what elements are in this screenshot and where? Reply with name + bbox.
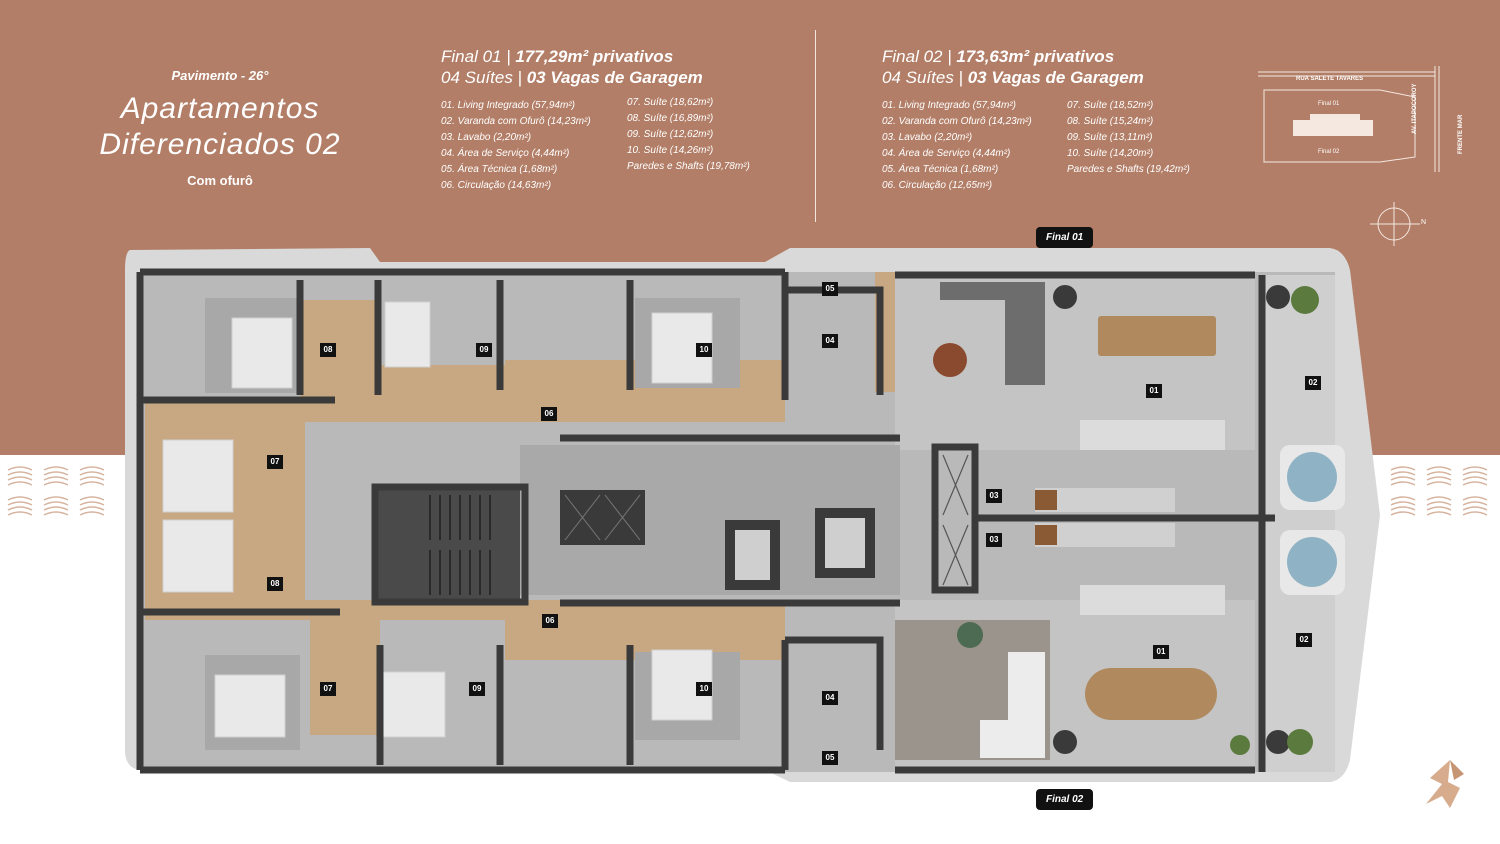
room-label-04-top: 04 <box>822 334 838 348</box>
room-label-07-bottom: 07 <box>320 682 336 696</box>
final01-heading-1: Final 01 | 177,29m² privativos <box>441 47 674 66</box>
room-label-06-bottom: 06 <box>542 614 558 628</box>
north-label: N <box>1421 219 1427 226</box>
room-label-06-top: 06 <box>541 407 557 421</box>
final02-tag: Final 02 <box>1036 789 1094 810</box>
brand-logo-icon <box>1426 760 1464 808</box>
street-top: RUA SALETE TAVARES <box>1296 76 1364 82</box>
room-label-03-bottom: 03 <box>986 533 1002 547</box>
final01-heading-2: 04 Suítes | 03 Vagas de Garagem <box>441 68 703 87</box>
room-label-09-bottom: 09 <box>469 682 485 696</box>
final01-tag: Final 01 <box>1036 227 1094 248</box>
room-label-02-top: 02 <box>1305 376 1321 390</box>
floor-label: Pavimento - 26° <box>171 68 269 83</box>
room-label-01-bottom: 01 <box>1153 645 1169 659</box>
room-label-01-top: 01 <box>1146 384 1162 398</box>
sitemap-final01: Final 01 <box>1318 101 1340 107</box>
room-label-10-bottom: 10 <box>696 682 712 696</box>
final02-heading-1: Final 02 | 173,63m² privativos <box>882 47 1115 66</box>
wave-pattern-left <box>7 466 105 516</box>
page-title-line2: Diferenciados 02 <box>99 128 341 161</box>
final01-list-col1: 01. Living Integrado (57,94m²)02. Varand… <box>441 100 591 191</box>
wave-pattern-right <box>1390 466 1488 516</box>
room-label-09-top: 09 <box>476 343 492 357</box>
subtitle: Com ofurô <box>187 173 253 188</box>
room-label-04-bottom: 04 <box>822 691 838 705</box>
final02-list-col2: 07. Suíte (18,52m²)08. Suíte (15,24m²)09… <box>1067 100 1190 175</box>
room-label-05-top: 05 <box>822 282 838 296</box>
final02-heading-2: 04 Suítes | 03 Vagas de Garagem <box>882 68 1144 87</box>
site-key-map <box>1258 66 1440 246</box>
header-divider <box>815 30 816 222</box>
room-label-10-top: 10 <box>696 343 712 357</box>
room-label-07-top: 07 <box>267 455 283 469</box>
room-label-05-bottom: 05 <box>822 751 838 765</box>
room-label-03-top: 03 <box>986 489 1002 503</box>
room-label-08-bottom: 08 <box>267 577 283 591</box>
page-title-line1: Apartamentos <box>120 92 320 125</box>
room-label-02-bottom: 02 <box>1296 633 1312 647</box>
final02-list-col1: 01. Living Integrado (57,94m²)02. Varand… <box>882 100 1032 191</box>
final01-list-col2: 07. Suíte (18,62m²)08. Suíte (16,89m²)09… <box>627 97 750 172</box>
room-label-08-top: 08 <box>320 343 336 357</box>
sitemap-final02: Final 02 <box>1318 149 1340 155</box>
